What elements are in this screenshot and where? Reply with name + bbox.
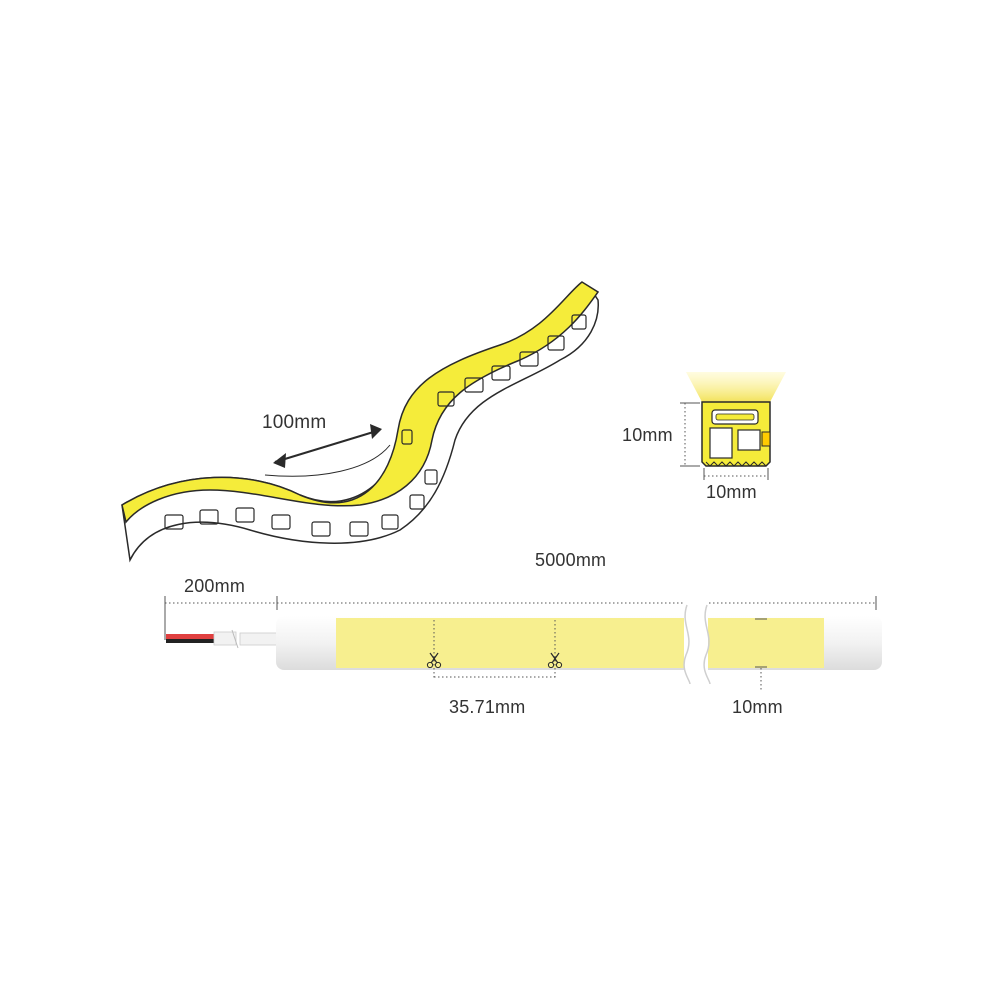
strip-width-label: 10mm: [732, 697, 783, 717]
length-view: [164, 596, 882, 692]
flex-strip-side: [121, 287, 599, 563]
flex-strip-top: [121, 281, 600, 524]
lead-wire-label: 200mm: [184, 576, 246, 596]
led-windows: [164, 314, 587, 537]
bend-radius-label: 100mm: [262, 412, 327, 433]
scissors-icon: [426, 652, 442, 669]
light-beam: [686, 372, 786, 402]
total-length-label: 5000mm: [535, 550, 607, 570]
flex-strip: [121, 281, 600, 563]
cross-section: [680, 372, 786, 480]
lead-wire: [166, 629, 279, 649]
strip-led-area: [336, 618, 824, 668]
cut-interval-label: 35.71mm: [449, 697, 526, 717]
scissors-icon: [547, 652, 563, 669]
section-width-label: 10mm: [706, 482, 757, 502]
double-arrow-icon: [264, 424, 391, 477]
section-height-label: 10mm: [622, 425, 673, 445]
